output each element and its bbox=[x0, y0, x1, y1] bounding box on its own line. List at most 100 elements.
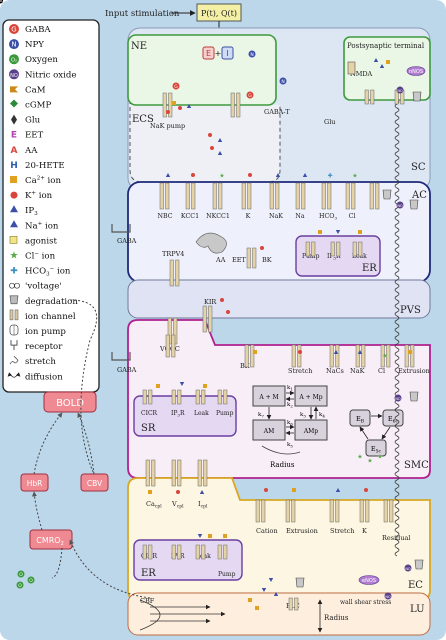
oxygen-molecule bbox=[27, 576, 35, 584]
ac-channel-label: K bbox=[246, 213, 251, 220]
e-box bbox=[202, 46, 215, 60]
ac-membrane-channel-part bbox=[165, 182, 170, 210]
smc-membrane-channel bbox=[380, 344, 385, 368]
potassium-ion bbox=[176, 490, 180, 494]
legend-item: CaM bbox=[10, 85, 46, 95]
sodium-ion bbox=[357, 350, 363, 354]
gaba-receptor-ac bbox=[111, 224, 131, 233]
legend-item: ★Cl− ion bbox=[10, 251, 56, 262]
sr-cicr-label: CICR bbox=[141, 410, 158, 417]
calcium-ion bbox=[156, 384, 160, 388]
sr-leak bbox=[195, 389, 200, 405]
legend-label: IP3 bbox=[25, 206, 38, 217]
ec-ip3r bbox=[171, 544, 176, 560]
legend-label: HCO3− ion bbox=[25, 267, 71, 278]
k4-label: k4 bbox=[319, 412, 325, 419]
no-pathway: EB E6c E5c bbox=[349, 409, 404, 457]
ac-membrane-channel bbox=[241, 182, 246, 210]
legend-cam-icon bbox=[10, 86, 18, 93]
ac-receptor bbox=[369, 182, 374, 210]
chloride-ion: ★ bbox=[352, 173, 357, 180]
gaba-receptor-label-ac: GABA bbox=[117, 237, 137, 245]
state-eb bbox=[349, 409, 371, 427]
potassium-ion bbox=[298, 350, 302, 354]
ac-channel-label: NBC bbox=[157, 213, 172, 220]
legend-item: stretch bbox=[9, 355, 56, 367]
ecs-region bbox=[129, 100, 281, 183]
diffusion-path bbox=[394, 99, 400, 557]
bicarbonate-ion: ✚ bbox=[327, 173, 332, 180]
cbf-label: CBF bbox=[140, 597, 155, 605]
molecule bbox=[0, 0, 4, 4]
input-box-text: P(t), Q(t) bbox=[201, 9, 237, 18]
ec-membrane-channel bbox=[359, 499, 364, 523]
ac-membrane-channel bbox=[185, 182, 190, 210]
radius-arrow-smc bbox=[261, 445, 301, 455]
legend-item: ion pump bbox=[9, 324, 66, 337]
ac-membrane-channel-part bbox=[351, 182, 356, 210]
smc-membrane-channel bbox=[244, 344, 249, 368]
molecule-glyph: Glu bbox=[0, 0, 4, 4]
sodium-ion bbox=[333, 350, 339, 354]
vocc-channel-part bbox=[171, 334, 176, 358]
molecule-glyph: G bbox=[248, 93, 252, 99]
gaba-receptor-label-smc: GABA bbox=[117, 366, 137, 374]
ec-icpl-part bbox=[203, 459, 208, 487]
ac-receptor-part bbox=[375, 182, 380, 210]
sr-ip3r-part bbox=[177, 389, 182, 405]
potassium-ion bbox=[191, 173, 195, 177]
sodium-ion bbox=[275, 173, 281, 177]
hbr-label: HbR bbox=[27, 479, 43, 488]
potassium-ion bbox=[364, 488, 368, 492]
molecule-glyph: O bbox=[29, 578, 33, 584]
legend-agonist-icon bbox=[9, 236, 18, 244]
legend-label: CaM bbox=[25, 85, 46, 95]
nmda-receptor bbox=[347, 61, 356, 75]
nmda-label: NMDA bbox=[350, 70, 373, 78]
legend-label: NPY bbox=[25, 40, 44, 50]
legend-voltage-icon-part bbox=[14, 282, 20, 289]
k6-label: k6 bbox=[287, 420, 293, 427]
calcium-ion bbox=[358, 230, 362, 234]
calcium-ion bbox=[386, 60, 390, 64]
nak-label-smc: NaK bbox=[350, 367, 365, 375]
ec-vcpl-part bbox=[177, 459, 182, 487]
legend-label: 20-HETE bbox=[25, 161, 65, 171]
ec-membrane-channel bbox=[329, 499, 334, 523]
sodium-ion bbox=[373, 58, 379, 62]
glu-label: Glu bbox=[324, 118, 335, 126]
ac-pump bbox=[305, 241, 310, 257]
molecule bbox=[394, 394, 402, 402]
molecule-glyph: NO bbox=[395, 397, 401, 401]
ec-pump-part bbox=[223, 544, 228, 560]
molecule-glyph: O bbox=[19, 572, 23, 578]
molecule-glyph: NO bbox=[397, 204, 403, 208]
degradation-icon bbox=[382, 189, 392, 200]
flow-profile bbox=[139, 599, 161, 631]
trpv4-label: TRPV4 bbox=[162, 250, 184, 258]
legend-item: K+ ion bbox=[10, 191, 53, 201]
nak-pump-label: NaK pump bbox=[150, 122, 185, 130]
ac-channel-label: HCO3 bbox=[319, 213, 337, 221]
k3-label: k3 bbox=[300, 412, 306, 419]
ec-icpl bbox=[197, 459, 202, 487]
ac-membrane-channel bbox=[321, 182, 326, 210]
calcium-ion bbox=[318, 230, 322, 234]
ac-label: AC bbox=[411, 190, 427, 201]
degradation-icon bbox=[295, 577, 305, 588]
sodium-ion bbox=[165, 173, 171, 177]
legend-item: agonist bbox=[9, 236, 57, 246]
calcium-ion bbox=[172, 101, 176, 105]
wss-label: wall shear stress bbox=[340, 599, 391, 606]
pvs-label: PVS bbox=[400, 305, 421, 316]
calcium-ion bbox=[148, 490, 152, 494]
ac-channel-label: Cl bbox=[349, 213, 356, 220]
legend-label: ion pump bbox=[25, 327, 66, 337]
legend-label: Glu bbox=[25, 116, 41, 126]
legend-cgmp-icon bbox=[10, 99, 18, 108]
ac-membrane-channel bbox=[295, 182, 300, 210]
ec-membrane-channel bbox=[285, 499, 290, 523]
